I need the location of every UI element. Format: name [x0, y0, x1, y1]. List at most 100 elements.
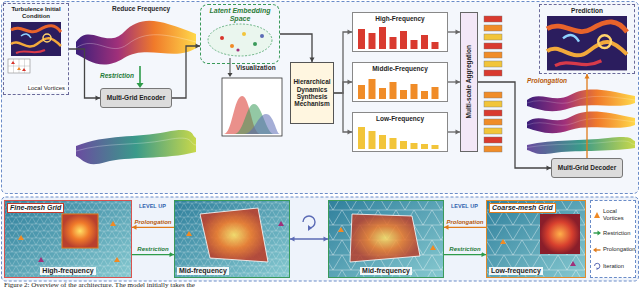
node-title: Turbulence Initial Condition	[6, 6, 66, 20]
frequency-bars-part-part	[400, 90, 407, 99]
histogram-part	[222, 78, 282, 136]
mesh-panels-part	[174, 200, 290, 278]
legend-icon-part	[594, 212, 600, 218]
mesh-panels-part	[174, 200, 290, 278]
embedding-stack-part	[484, 34, 502, 40]
legend-entry: Prolongation	[593, 246, 633, 254]
connector-line	[172, 46, 200, 98]
mesh-panels-part	[486, 200, 586, 278]
arrow-head	[585, 74, 590, 79]
latent-region: Latent Embedding Space	[200, 4, 280, 64]
node-title: Latent Embedding Space	[203, 7, 277, 23]
mesh-panels-part	[486, 200, 586, 278]
frequency-box: Low-Frequency	[352, 112, 448, 152]
legend-icon-part	[598, 231, 602, 236]
embedding-stack-part	[484, 52, 502, 58]
frequency-surfaces-part	[527, 137, 635, 154]
frequency-bars-part-part	[432, 145, 439, 149]
node-title: Coarse-mesh Grid	[489, 203, 556, 213]
frequency-bars-part-part	[390, 82, 397, 99]
frequency-bars-part-part	[411, 40, 418, 49]
local-vortex-markers-part	[186, 231, 192, 236]
frequency-bars-part	[358, 127, 439, 149]
local-vortex-markers-part	[110, 221, 116, 226]
connector	[334, 30, 352, 94]
frequency-bars-part-part	[379, 88, 386, 99]
connector-label: Prolongation	[134, 219, 173, 226]
embedding-stack-part	[484, 137, 502, 143]
embedding-stack-part	[484, 101, 502, 107]
annotation-label: LEVEL UP	[139, 203, 166, 209]
embedding-stack-part	[484, 70, 502, 76]
connector	[448, 80, 460, 85]
node-title: Multi-Grid Decoder	[558, 164, 617, 171]
iteration-icon-part	[308, 225, 312, 231]
frequency-bars-part-part	[390, 37, 397, 49]
figure-caption: Figure 2: Overview of the architecture. …	[4, 282, 195, 290]
legend-text: Local Vortices	[603, 208, 633, 221]
legend-entry: Local Vortices	[593, 208, 633, 221]
legend-text: Restriction	[603, 230, 630, 236]
node-title: High-Frequency	[373, 15, 426, 22]
annotation-label: Visualization	[236, 64, 276, 71]
latent-space-part	[260, 34, 264, 38]
latent-space-part	[253, 42, 257, 46]
node-text: Local Vortices	[27, 85, 66, 92]
mesh-panels-part	[540, 214, 580, 254]
connector-line	[132, 227, 174, 228]
connector	[132, 252, 174, 257]
frequency-bars-part-part	[432, 87, 439, 99]
legend-icon	[593, 229, 601, 237]
local-vortex-markers-part	[278, 221, 284, 226]
legend-text: Iteration	[603, 263, 624, 269]
embedding-stack-part	[484, 61, 502, 67]
connector	[132, 225, 174, 230]
frequency-bars-part-part	[358, 29, 365, 49]
embedding-stack-part	[484, 146, 502, 152]
latent-space-part	[208, 24, 272, 56]
local-vortex-markers-part	[570, 261, 576, 266]
latent-space-part	[220, 36, 224, 40]
panel-grounds-part	[2, 197, 639, 281]
connector-line	[290, 238, 328, 239]
connector-line	[478, 82, 551, 168]
restriction-arrow-part	[139, 66, 141, 84]
node-title: Middle-Frequency	[370, 65, 430, 72]
mechanism-box: Hierarchical Dynamics Synthesis Mechanis…	[290, 62, 334, 124]
connector-line	[280, 34, 312, 62]
vortex-grid-part	[17, 67, 21, 70]
embedding-stack-part	[484, 92, 502, 98]
connector	[290, 237, 328, 242]
decoder-box: Multi-Grid Decoder	[551, 158, 623, 178]
connector-line	[586, 74, 587, 158]
arrow-head	[444, 225, 449, 230]
frequency-bars-part-part	[411, 143, 418, 149]
connector-line	[444, 227, 486, 228]
local-vortex-markers-part	[114, 257, 120, 262]
embedding-stack-part	[484, 119, 502, 125]
connector-line	[69, 49, 100, 98]
local-vortex-markers-part	[500, 239, 506, 244]
panel-grounds	[2, 2, 639, 282]
local-vortex-markers-part	[38, 257, 44, 262]
connector	[444, 252, 486, 257]
mesh-panels	[4, 200, 586, 278]
connector-label: Prolongation	[446, 219, 485, 226]
frequency-bars-part-part	[411, 84, 418, 99]
mesh-panels-part	[200, 208, 268, 262]
connector-label: Restriction	[448, 246, 481, 253]
legend-text: Prolongation	[603, 246, 636, 252]
node-title: Multi-Grid Encoder	[107, 94, 166, 101]
mesh-panels-part	[62, 214, 98, 248]
prediction-panel: Prediction	[539, 4, 635, 74]
connector	[585, 74, 590, 158]
turbulence-images-part	[547, 16, 627, 70]
encoder-box: Multi-Grid Encoder	[100, 88, 172, 108]
connector-line	[132, 254, 174, 255]
vortex-grid-part	[8, 59, 30, 73]
connector	[334, 80, 352, 94]
vortex-grid-part	[22, 68, 26, 71]
frequency-bars-part-part	[421, 35, 428, 49]
